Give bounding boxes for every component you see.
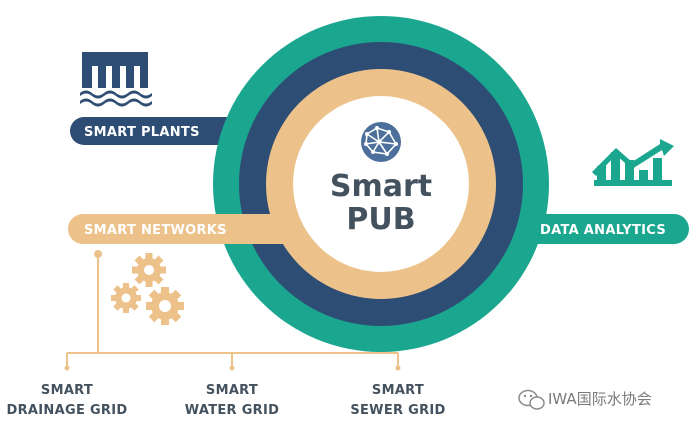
bar-chart-trend-icon <box>592 139 674 186</box>
smart-plants-label: SMART PLANTS <box>84 125 200 140</box>
center-title-line1: Smart <box>330 169 432 204</box>
grid-sewer-line1: SMART <box>372 383 424 398</box>
wechat-icon <box>518 389 545 410</box>
grid-sewer-line2: SEWER GRID <box>350 403 445 418</box>
water-plant-icon <box>80 52 152 107</box>
gears-icon <box>111 253 184 325</box>
data-analytics-band <box>470 214 689 244</box>
globe-network-icon <box>361 122 401 162</box>
smart-networks-label: SMART NETWORKS <box>84 223 227 238</box>
grid-water-line2: WATER GRID <box>185 403 279 418</box>
grid-water-line1: SMART <box>206 383 258 398</box>
center-title-line2: PUB <box>346 202 415 237</box>
grid-drainage-line1: SMART <box>41 383 93 398</box>
grid-drainage-line2: DRAINAGE GRID <box>7 403 128 418</box>
grid-connector-lines <box>66 250 399 368</box>
watermark-text: IWA国际水协会 <box>548 390 652 408</box>
data-analytics-label: DATA ANALYTICS <box>540 223 666 238</box>
center-white-disc <box>293 96 469 272</box>
